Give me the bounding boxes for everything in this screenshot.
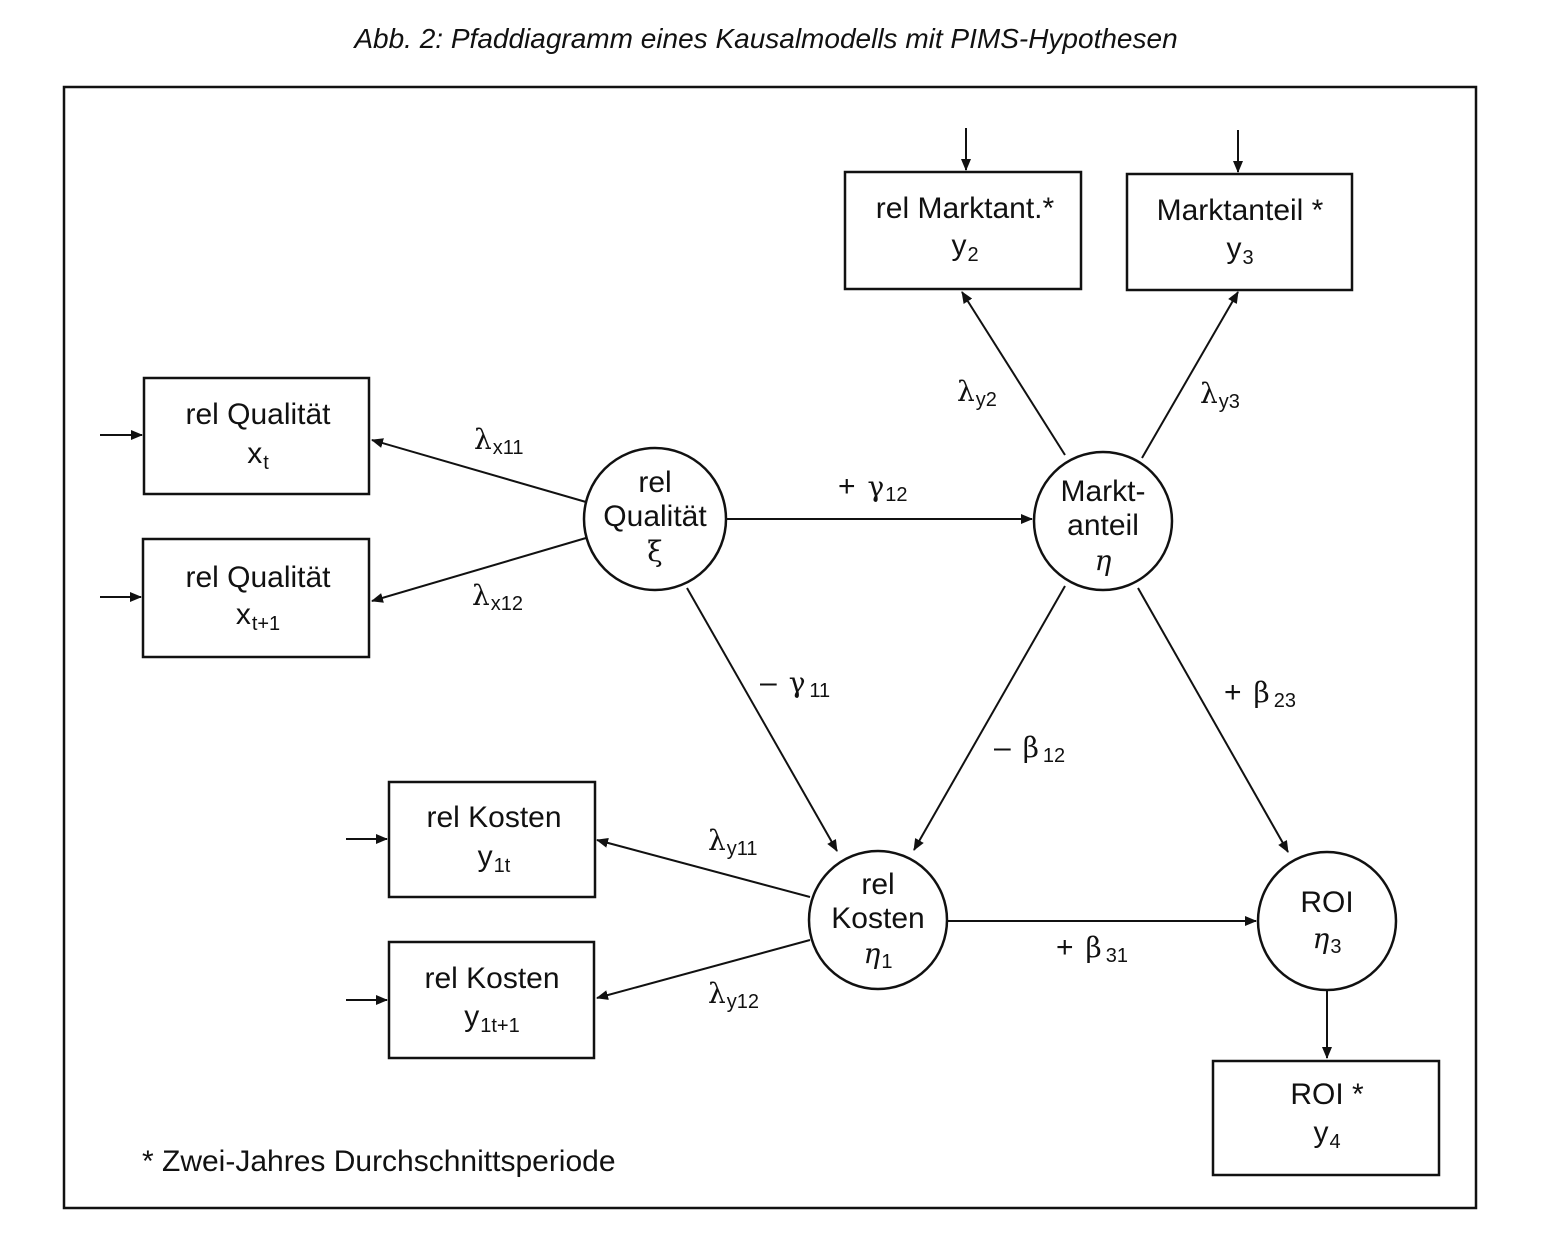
edge-eta-to-eta1 [913, 585, 1066, 851]
edge-eta-to-eta3 [1137, 587, 1289, 853]
indicator-xt1: rel Qualität xt+1 [141, 537, 371, 659]
path-label-lambda-x11: λx11 [474, 423, 524, 459]
svg-text:η3: η3 [1313, 922, 1342, 958]
svg-text:rel Qualität: rel Qualität [185, 398, 331, 431]
indicator-xt: rel Qualität xt [142, 376, 371, 496]
path-label-lambda-y3: λy3 [1200, 377, 1240, 413]
path-label-gamma-12: +γ12 [838, 470, 908, 506]
edges [100, 128, 1332, 1059]
svg-text:rel Kosten: rel Kosten [426, 801, 561, 834]
svg-text:rel Marktant.*: rel Marktant.* [876, 192, 1055, 225]
svg-text:xt: xt [247, 437, 269, 474]
svg-text:rel Qualität: rel Qualität [185, 561, 331, 594]
latent-eta: Markt- anteil η [1032, 450, 1174, 592]
indicator-y4: ROI * y4 [1211, 1059, 1441, 1177]
svg-text:Kosten: Kosten [831, 902, 924, 935]
footnote: * Zwei-Jahres Durchschnittsperiode [142, 1145, 616, 1178]
svg-text:η1: η1 [864, 937, 893, 973]
svg-text:y4: y4 [1313, 1116, 1340, 1153]
figure-frame [62, 85, 1478, 1210]
latent-eta3: ROI η3 [1256, 850, 1398, 992]
latent-eta1: rel Kosten η1 [807, 849, 949, 991]
indicator-y1t1: rel Kosten y1t+1 [387, 940, 596, 1060]
edge-eta1-to-y1t1 [596, 939, 811, 1000]
svg-text:Marktanteil *: Marktanteil * [1157, 194, 1324, 227]
svg-text:y2: y2 [951, 229, 978, 266]
svg-text:y1t: y1t [478, 840, 511, 877]
edge-eta1-to-y1t [596, 838, 811, 898]
svg-text:ROI: ROI [1300, 886, 1353, 919]
figure-title: Abb. 2: Pfaddiagramm eines Kausalmodells… [352, 23, 1177, 54]
svg-text:anteil: anteil [1067, 509, 1139, 542]
svg-text:η: η [1095, 544, 1112, 577]
path-label-lambda-y11: λy11 [708, 824, 758, 860]
latent-xi: rel Qualität ξ [582, 446, 728, 592]
indicator-y3: Marktanteil * y3 [1125, 172, 1354, 292]
svg-text:rel Kosten: rel Kosten [424, 962, 559, 995]
indicator-y2: rel Marktant.* y2 [843, 170, 1083, 291]
path-label-lambda-x12: λx12 [472, 579, 523, 615]
path-label-lambda-y2: λy2 [957, 375, 997, 411]
indicator-y1t: rel Kosten y1t [387, 780, 597, 899]
svg-text:ROI *: ROI * [1290, 1078, 1364, 1111]
edge-eta-to-y2 [961, 291, 1066, 456]
edge-xi-to-xt1 [371, 537, 587, 603]
svg-text:rel: rel [638, 466, 671, 499]
edge-xi-to-xt [371, 438, 587, 503]
edge-eta-to-y3 [1141, 291, 1239, 459]
path-label-lambda-y12: λy12 [708, 977, 759, 1013]
edge-xi-to-eta1 [686, 587, 838, 852]
svg-text:y1t+1: y1t+1 [464, 1000, 519, 1037]
svg-text:Markt-: Markt- [1061, 475, 1146, 508]
svg-text:Qualität: Qualität [603, 500, 707, 533]
svg-text:xt+1: xt+1 [236, 598, 280, 635]
svg-text:rel: rel [861, 868, 894, 901]
svg-text:y3: y3 [1226, 232, 1253, 269]
svg-text:ξ: ξ [647, 535, 662, 568]
